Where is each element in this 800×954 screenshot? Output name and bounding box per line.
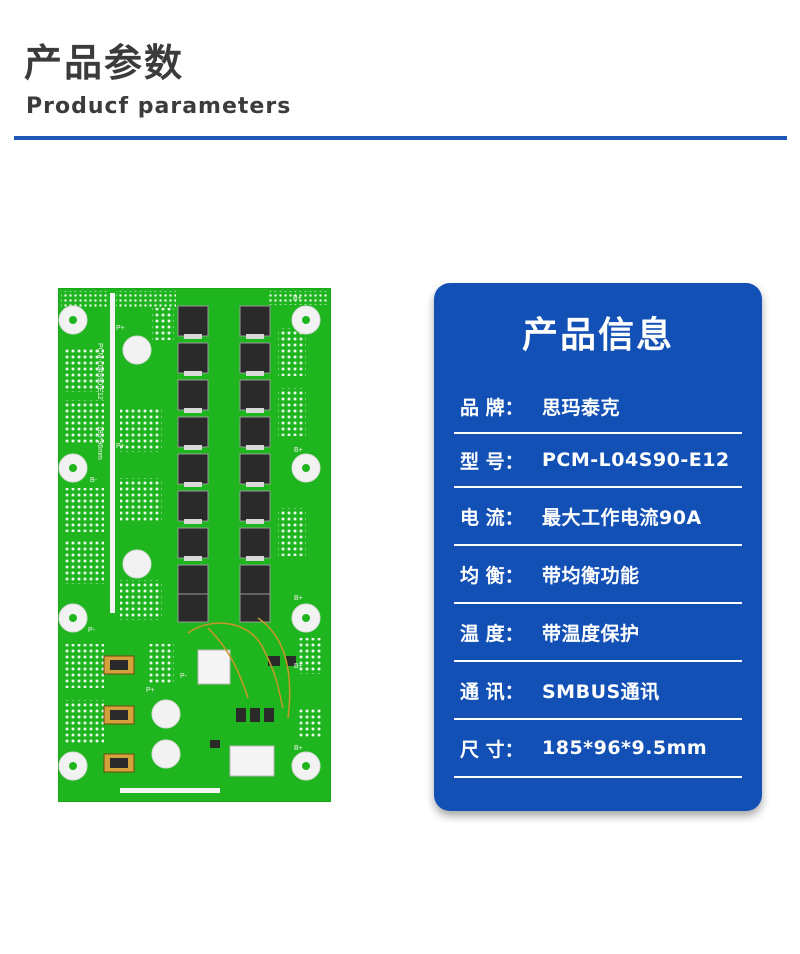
pad-label: B+ bbox=[293, 295, 302, 302]
spec-value: SMBUS通讯 bbox=[542, 680, 660, 703]
page-subtitle: Producf parameters bbox=[26, 94, 292, 119]
spec-value: 最大工作电流90A bbox=[542, 506, 702, 529]
spec-label: 温 度： bbox=[460, 622, 524, 645]
pad-label: B- bbox=[90, 477, 98, 484]
pad-label: P+ bbox=[116, 325, 125, 332]
pad-label: P+ bbox=[116, 443, 125, 450]
spec-value: PCM-L04S90-E12 bbox=[542, 449, 730, 471]
title-divider bbox=[14, 136, 787, 140]
spec-row-temperature: 温 度： 带温度保护 bbox=[454, 604, 742, 662]
spec-label: 电 流： bbox=[460, 506, 524, 529]
connector bbox=[229, 745, 275, 777]
pad-label: P+ bbox=[146, 687, 155, 694]
mosfet-array bbox=[177, 305, 271, 623]
product-info-card bbox=[434, 283, 762, 811]
pad-label: P- bbox=[180, 673, 188, 680]
pad-label: B+ bbox=[294, 745, 303, 752]
spec-label: 品 牌： bbox=[460, 396, 524, 419]
spec-value: 思玛泰克 bbox=[542, 396, 621, 419]
page-title: 产品参数 bbox=[24, 41, 185, 85]
info-card-title: 产品信息 bbox=[521, 315, 674, 356]
mounting-hole bbox=[122, 549, 152, 579]
capacitors bbox=[103, 655, 135, 773]
pad-label: B+ bbox=[294, 663, 303, 670]
pcb-model-label: PCM-L04S90-E12 bbox=[96, 343, 103, 400]
spec-label: 通 讯： bbox=[460, 680, 524, 703]
spec-value: 185*96*9.5mm bbox=[542, 737, 708, 759]
mounting-hole bbox=[151, 739, 181, 769]
pad-label: B+ bbox=[294, 595, 303, 602]
spec-row-balance: 均 衡： 带均衡功能 bbox=[454, 546, 742, 604]
spec-value: 带温度保护 bbox=[542, 622, 640, 645]
mounting-hole bbox=[122, 335, 152, 365]
spec-row-model: 型 号： PCM-L04S90-E12 bbox=[454, 434, 742, 488]
spec-row-communication: 通 讯： SMBUS通讯 bbox=[454, 662, 742, 720]
spec-row-brand: 品 牌： 思玛泰克 bbox=[454, 380, 742, 434]
spec-list: 品 牌： 思玛泰克 型 号： PCM-L04S90-E12 电 流： 最大工作电… bbox=[454, 380, 742, 778]
mounting-hole bbox=[151, 699, 181, 729]
spec-label: 型 号： bbox=[460, 450, 524, 473]
pcb-product-image: PCM-L04S90-E12 185*96mm B+ B- P+ P- P+ B… bbox=[58, 288, 331, 802]
spec-value: 带均衡功能 bbox=[542, 564, 640, 587]
pad-label: B+ bbox=[294, 447, 303, 454]
spec-row-current: 电 流： 最大工作电流90A bbox=[454, 488, 742, 546]
spec-row-size: 尺 寸： 185*96*9.5mm bbox=[454, 720, 742, 778]
pad-label: P- bbox=[88, 627, 96, 634]
spec-label: 均 衡： bbox=[460, 564, 524, 587]
pcb-size-label: 185*96mm bbox=[96, 426, 103, 460]
connector bbox=[197, 649, 231, 685]
spec-label: 尺 寸： bbox=[460, 738, 524, 761]
